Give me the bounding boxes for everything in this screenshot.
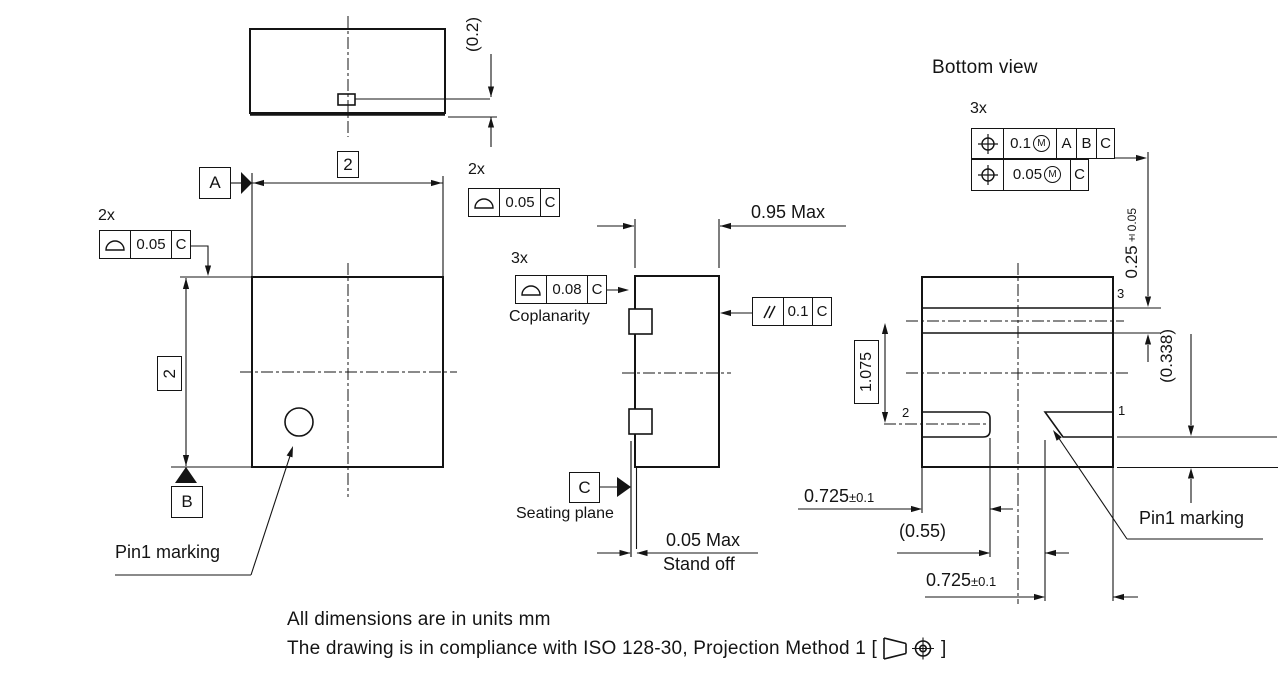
note-units: All dimensions are in units mm: [287, 609, 551, 630]
dim-025: 0.25±0.05: [1122, 207, 1141, 278]
datum-a-triangle: [241, 172, 252, 194]
dim-width-2: 2: [337, 151, 359, 178]
coplanarity-caption: Coplanarity: [509, 308, 590, 325]
bottom-view-title: Bottom view: [932, 57, 1038, 78]
position-symbol-icon: [972, 160, 1003, 190]
note-projection-text: The drawing is in compliance with ISO 12…: [287, 637, 878, 659]
datum-c-label: C: [569, 472, 600, 503]
pin3-number: 3: [1117, 286, 1125, 301]
seating-plane-label: Seating plane: [516, 505, 614, 522]
datum-a-label: A: [199, 167, 231, 199]
dim-height-2: 2: [157, 356, 182, 391]
profile-symbol-icon: [469, 189, 499, 216]
fcf-right-qty: 2x: [468, 161, 485, 178]
profile-symbol-icon: [516, 276, 546, 303]
pin2-pad: [922, 411, 991, 438]
pin1-marking-label-left: Pin1 marking: [115, 542, 221, 562]
top-view-lines: [115, 172, 457, 576]
fcf-coplanarity-qty: 3x: [511, 250, 528, 267]
standoff-label: Stand off: [663, 554, 735, 574]
fcf-position-qty: 3x: [970, 100, 987, 117]
pin1-pad: [1043, 411, 1114, 438]
fcf-parallelism: 0.1 C: [752, 297, 832, 326]
datum-b-label: B: [171, 486, 203, 518]
fcf-left-qty: 2x: [98, 207, 115, 224]
front-view-lines: [249, 16, 497, 147]
dim-1075: 1.075: [854, 340, 879, 404]
parallelism-icon: [753, 298, 783, 325]
dim-055: (0.55): [899, 521, 947, 541]
position-symbol-icon: [972, 129, 1003, 158]
bottom-view-lines: [798, 152, 1278, 604]
pin1-marking-label-right: Pin1 marking: [1139, 508, 1245, 528]
dim-0-2: (0.2): [463, 17, 482, 52]
note-projection-bracket: ]: [941, 637, 947, 659]
first-angle-projection-icon: [880, 635, 938, 662]
dim-0725-left: 0.725±0.1: [804, 486, 875, 506]
pin2-number: 2: [902, 405, 910, 420]
dim-095-max: 0.95 Max: [751, 202, 826, 222]
note-projection: The drawing is in compliance with ISO 12…: [287, 635, 947, 662]
fcf-coplanarity: 0.08 C: [515, 275, 607, 304]
datum-b-triangle: [175, 467, 197, 483]
dim-0338: (0.338): [1157, 329, 1176, 383]
pin1-number: 1: [1118, 403, 1126, 418]
side-view-lines: [597, 219, 846, 557]
fcf-flatness-left: 0.05 C: [99, 230, 191, 259]
standoff-dim: 0.05 Max: [666, 530, 741, 550]
datum-c-triangle: [617, 477, 631, 497]
fcf-flatness-right: 0.05 C: [468, 188, 560, 217]
profile-symbol-icon: [100, 231, 130, 258]
pin1-marking-dot: [284, 407, 314, 437]
dim-0725-right: 0.725±0.1: [926, 570, 997, 590]
